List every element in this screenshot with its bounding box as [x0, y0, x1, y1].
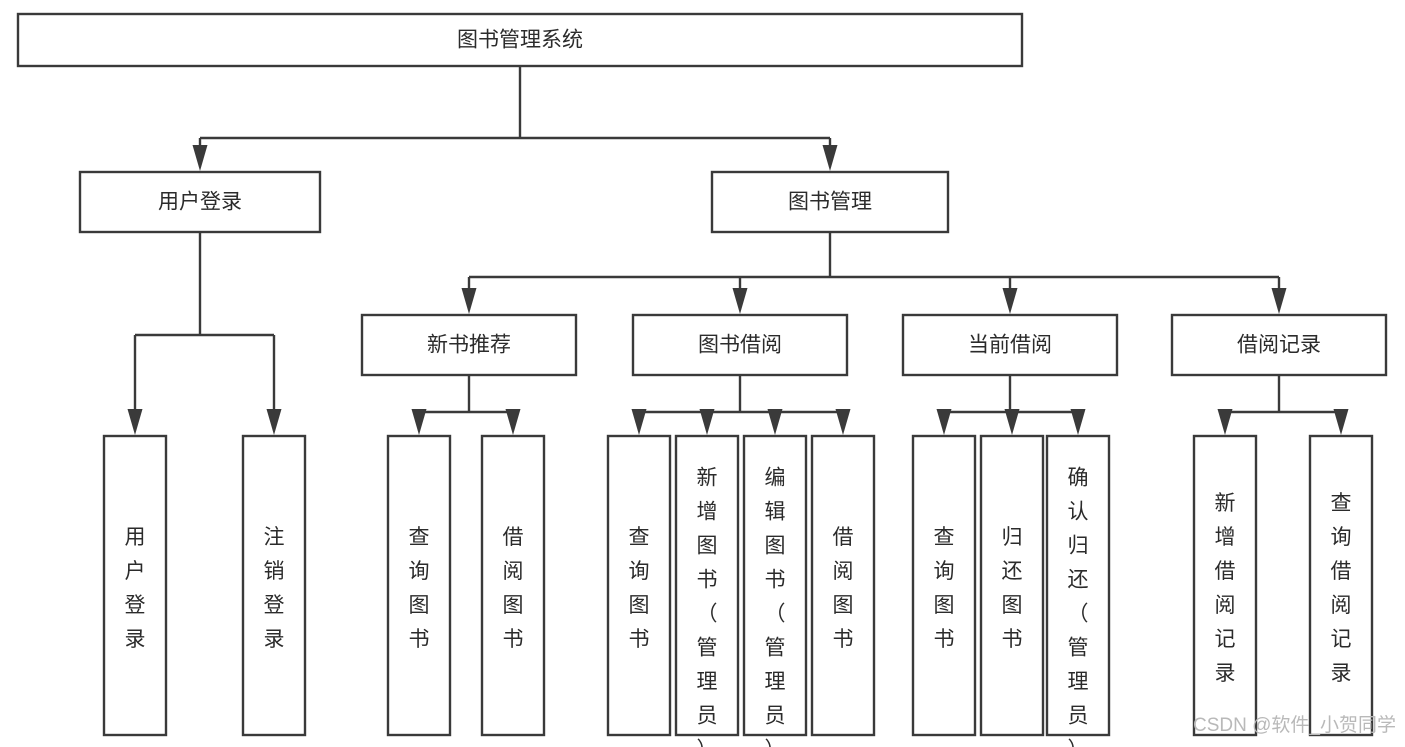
- node-label: 注销登录: [264, 526, 285, 651]
- node-box[interactable]: [1170, 313, 1388, 377]
- arrowhead-icon: [1333, 409, 1349, 435]
- node-box[interactable]: [979, 434, 1045, 737]
- arrowhead-icon: [505, 409, 521, 435]
- node-box[interactable]: [631, 313, 849, 377]
- arrowhead-icon: [936, 409, 952, 435]
- node-leaf-confirm-return[interactable]: 确认归还（管理员）: [1045, 434, 1111, 747]
- node-box[interactable]: [606, 434, 672, 737]
- node-label: 图书借阅: [698, 334, 782, 357]
- arrowhead-icon: [699, 409, 715, 435]
- node-root[interactable]: 图书管理系统: [16, 12, 1024, 68]
- node-label: 图书管理系统: [457, 29, 583, 52]
- arrowhead-icon: [127, 409, 143, 435]
- node-label: 查询借阅记录: [1331, 492, 1352, 685]
- connector-group-new_book_rec: [411, 375, 521, 435]
- node-label: 新增图书（管理员）: [697, 467, 718, 747]
- arrowhead-icon: [1217, 409, 1233, 435]
- node-user-login[interactable]: 用户登录: [78, 170, 322, 234]
- node-label: 查询图书: [934, 526, 955, 651]
- node-label: 确认归还（管理员）: [1068, 467, 1089, 747]
- node-box[interactable]: [674, 434, 740, 737]
- node-box[interactable]: [901, 313, 1119, 377]
- node-box[interactable]: [78, 170, 322, 234]
- node-label: 借阅图书: [503, 526, 524, 651]
- node-book-manage[interactable]: 图书管理: [710, 170, 950, 234]
- node-current-borrow[interactable]: 当前借阅: [901, 313, 1119, 377]
- node-leaf-add-book[interactable]: 新增图书（管理员）: [674, 434, 740, 747]
- arrowhead-icon: [192, 145, 208, 171]
- node-box[interactable]: [1045, 434, 1111, 737]
- node-borrow-record[interactable]: 借阅记录: [1170, 313, 1388, 377]
- connector-group-user_login: [127, 232, 282, 435]
- node-label: 归还图书: [1002, 526, 1023, 651]
- node-label: 用户登录: [125, 526, 146, 651]
- node-leaf-edit-book[interactable]: 编辑图书（管理员）: [742, 434, 808, 747]
- arrowhead-icon: [631, 409, 647, 435]
- node-leaf-return-book[interactable]: 归还图书: [979, 434, 1045, 737]
- node-box[interactable]: [360, 313, 578, 377]
- csdn-watermark: CSDN @软件_小贺同学: [1193, 714, 1396, 736]
- connector-group-root: [192, 66, 838, 171]
- connector-group-book_borrow: [631, 375, 851, 435]
- arrowhead-icon: [767, 409, 783, 435]
- arrowhead-icon: [822, 145, 838, 171]
- node-leaf-borrow-book-2[interactable]: 借阅图书: [810, 434, 876, 737]
- node-box[interactable]: [16, 12, 1024, 68]
- node-leaf-logout[interactable]: 注销登录: [241, 434, 307, 737]
- arrowhead-icon: [461, 288, 477, 314]
- node-box[interactable]: [710, 170, 950, 234]
- node-leaf-query-book-2[interactable]: 查询图书: [606, 434, 672, 737]
- arrowhead-icon: [1004, 409, 1020, 435]
- connector-group-borrow_record: [1217, 375, 1349, 435]
- node-leaf-user-login[interactable]: 用户登录: [102, 434, 168, 737]
- node-box[interactable]: [241, 434, 307, 737]
- arrowhead-icon: [835, 409, 851, 435]
- node-label: 图书管理: [788, 191, 872, 214]
- node-leaf-borrow-book-1[interactable]: 借阅图书: [480, 434, 546, 737]
- node-box[interactable]: [386, 434, 452, 737]
- node-label: 查询图书: [409, 526, 430, 651]
- node-box[interactable]: [911, 434, 977, 737]
- node-box[interactable]: [1192, 434, 1258, 737]
- arrowhead-icon: [1271, 288, 1287, 314]
- node-leaf-query-book-3[interactable]: 查询图书: [911, 434, 977, 737]
- node-label: 新增借阅记录: [1215, 492, 1236, 685]
- arrowhead-icon: [1002, 288, 1018, 314]
- node-box[interactable]: [1308, 434, 1374, 737]
- node-box[interactable]: [742, 434, 808, 737]
- connector-layer: [127, 66, 1349, 435]
- arrowhead-icon: [1070, 409, 1086, 435]
- node-box[interactable]: [480, 434, 546, 737]
- node-label: 当前借阅: [968, 334, 1052, 357]
- node-label: 新书推荐: [427, 334, 511, 357]
- node-leaf-add-record[interactable]: 新增借阅记录: [1192, 434, 1258, 737]
- node-box[interactable]: [102, 434, 168, 737]
- node-new-book-rec[interactable]: 新书推荐: [360, 313, 578, 377]
- node-label: 借阅记录: [1237, 334, 1321, 357]
- node-label: 编辑图书（管理员）: [765, 467, 786, 747]
- node-label: 查询图书: [629, 526, 650, 651]
- arrowhead-icon: [266, 409, 282, 435]
- node-leaf-query-record[interactable]: 查询借阅记录: [1308, 434, 1374, 737]
- node-label: 用户登录: [158, 191, 242, 214]
- node-label: 借阅图书: [833, 526, 854, 651]
- connector-group-current_borrow: [936, 375, 1086, 435]
- node-layer: 图书管理系统用户登录图书管理新书推荐图书借阅当前借阅借阅记录用户登录注销登录查询…: [16, 12, 1388, 747]
- node-leaf-query-book-1[interactable]: 查询图书: [386, 434, 452, 737]
- node-box[interactable]: [810, 434, 876, 737]
- arrowhead-icon: [411, 409, 427, 435]
- arrowhead-icon: [732, 288, 748, 314]
- connector-group-book_manage: [461, 232, 1287, 314]
- node-book-borrow[interactable]: 图书借阅: [631, 313, 849, 377]
